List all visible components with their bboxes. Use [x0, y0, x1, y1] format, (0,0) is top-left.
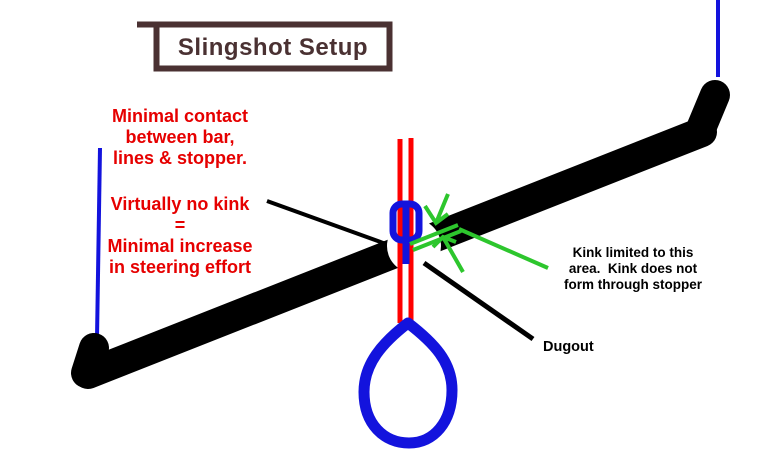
kink-area-note-line: form through stopper — [564, 277, 703, 292]
page-title: Slingshot Setup — [178, 34, 368, 61]
no-kink-pointer-line — [266, 199, 387, 246]
kink-area-note-line: Kink limited to this — [573, 245, 694, 260]
kink-area-pointer-line — [458, 227, 549, 270]
kink-arrow-bottom — [431, 234, 465, 273]
contact-note-line: Minimal contact — [112, 106, 248, 126]
dugout-label: Dugout — [543, 339, 594, 355]
no-kink-note-line: = — [175, 215, 186, 235]
kink-area-note-line: area. Kink does not — [569, 261, 698, 276]
dugout-pointer-line — [422, 260, 535, 342]
no-kink-note-line: Minimal increase — [107, 236, 252, 256]
title-box — [153, 21, 393, 72]
left-flying-line — [95, 147, 102, 339]
kink-mark-line-1 — [409, 223, 459, 246]
bar-end-left — [71, 333, 109, 388]
bar-end-right — [685, 80, 730, 146]
contact-note-line: lines & stopper. — [113, 148, 247, 168]
no-kink-note-line: in steering effort — [109, 257, 251, 277]
kink-arrow-top — [423, 193, 450, 226]
contact-note-line: between bar, — [125, 127, 234, 147]
no-kink-note-line: Virtually no kink — [111, 194, 251, 214]
chicken-loop — [358, 317, 458, 449]
